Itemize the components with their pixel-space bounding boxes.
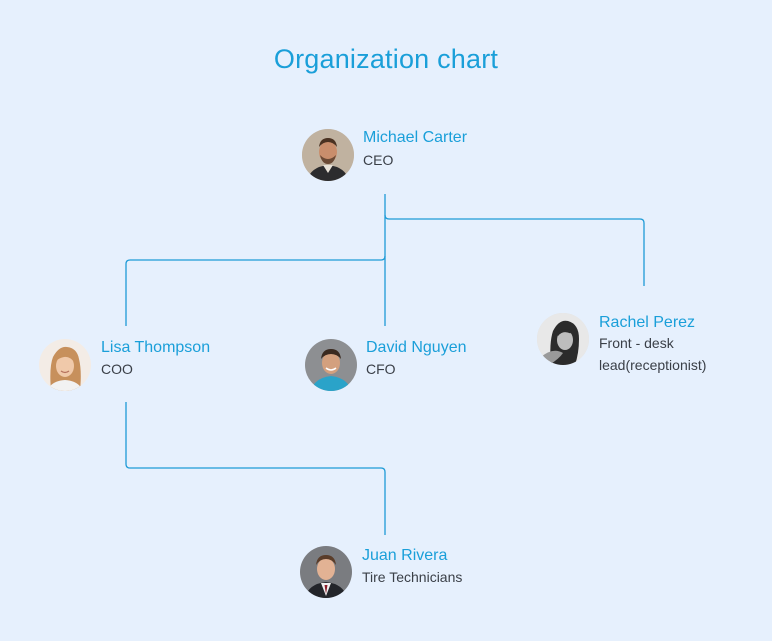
avatar-david-nguyen bbox=[305, 339, 357, 391]
role-juan-rivera: Tire Technicians bbox=[362, 569, 463, 585]
connector-ceo-to-front-desk bbox=[384, 214, 645, 286]
role-david-nguyen: CFO bbox=[366, 361, 396, 377]
connector-ceo-to-coo bbox=[125, 255, 386, 326]
role-rachel-perez: Front - desk lead(receptionist) bbox=[599, 335, 707, 373]
name-rachel-perez: Rachel Perez bbox=[599, 314, 696, 331]
name-juan-rivera: Juan Rivera bbox=[362, 547, 448, 564]
name-lisa-thompson: Lisa Thompson bbox=[101, 339, 211, 356]
role-lisa-thompson: COO bbox=[101, 361, 133, 377]
connector-coo-to-technicians bbox=[125, 402, 386, 535]
chart-title: Organization chart bbox=[273, 44, 499, 74]
avatar-juan-rivera bbox=[300, 546, 352, 598]
avatar-lisa-thompson bbox=[39, 339, 91, 391]
avatar-rachel-perez bbox=[537, 313, 589, 365]
name-david-nguyen: David Nguyen bbox=[366, 339, 467, 356]
avatar-michael-carter bbox=[302, 129, 354, 181]
role-michael-carter: CEO bbox=[363, 152, 394, 168]
name-michael-carter: Michael Carter bbox=[363, 129, 468, 146]
